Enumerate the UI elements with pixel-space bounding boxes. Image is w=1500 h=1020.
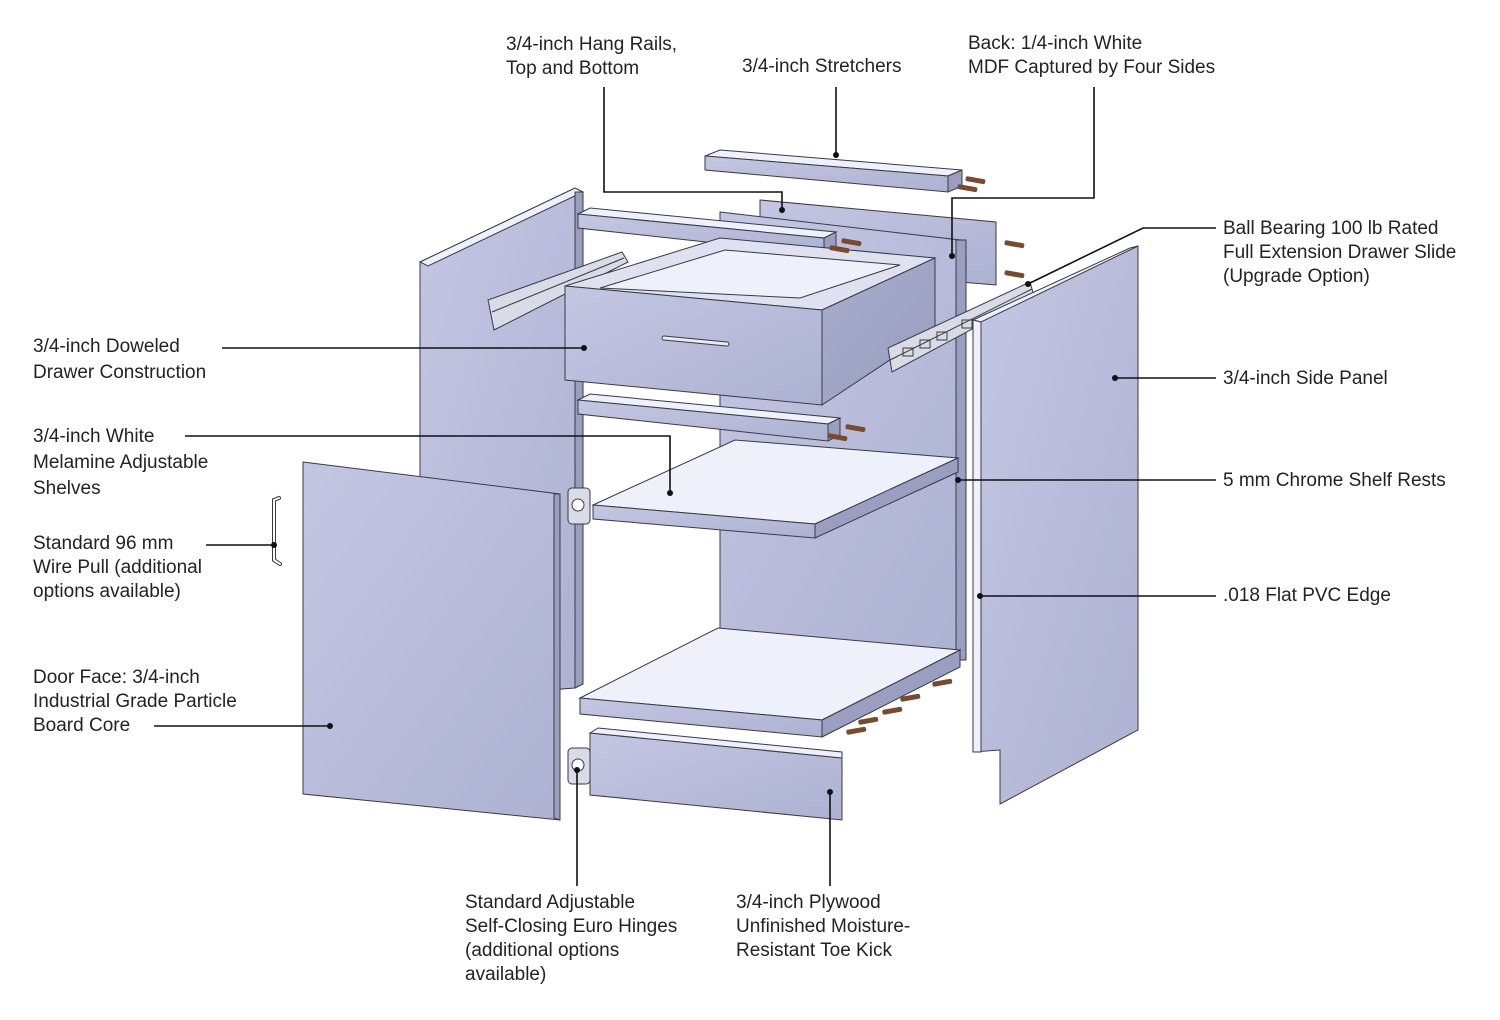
callout-drawer-slide: Ball Bearing 100 lb Rated Full Extension… <box>1223 217 1456 289</box>
callout-line: 3/4-inch Hang Rails, <box>506 34 678 55</box>
callout-stretchers: 3/4-inch Stretchers <box>742 55 901 79</box>
callout-line: Self-Closing Euro Hinges <box>465 916 678 937</box>
callout-line: Standard Adjustable <box>465 892 636 913</box>
leader-lines <box>154 87 1216 886</box>
callout-line: 3/4-inch White <box>33 426 155 447</box>
leader-drawer-slide <box>1027 227 1216 285</box>
callout-line: Unfinished Moisture- <box>736 916 911 937</box>
right-side-panel <box>971 245 1139 805</box>
callout-line: 3/4-inch Side Panel <box>1223 368 1388 389</box>
euro-hinge-top <box>567 487 591 525</box>
callout-toe-kick: 3/4-inch Plywood Unfinished Moisture- Re… <box>736 891 910 963</box>
callout-side-panel: 3/4-inch Side Panel <box>1223 367 1388 391</box>
callout-line: Top and Bottom <box>506 58 640 79</box>
leader-hang-rails <box>603 87 783 210</box>
callout-line: Shelves <box>33 478 101 499</box>
callout-pvc-edge: .018 Flat PVC Edge <box>1223 584 1391 608</box>
callout-line: 3/4-inch Doweled <box>33 336 180 357</box>
callout-door-face: Door Face: 3/4-inch Industrial Grade Par… <box>33 666 237 738</box>
leader-shelves <box>185 435 671 493</box>
callout-back: Back: 1/4-inch White MDF Captured by Fou… <box>968 32 1215 80</box>
callout-line: 3/4-inch Stretchers <box>742 56 902 77</box>
callout-line: 5 mm Chrome Shelf Rests <box>1223 470 1446 491</box>
door-panel <box>302 461 561 821</box>
callout-line: Resistant Toe Kick <box>736 940 892 961</box>
right-drawer-slide <box>887 281 1035 373</box>
callout-hang-rails: 3/4-inch Hang Rails, Top and Bottom <box>506 33 677 81</box>
wire-pull-icon <box>272 496 282 566</box>
callout-wire-pull: Standard 96 mm Wire Pull (additional opt… <box>33 532 202 604</box>
callout-line: Door Face: 3/4-inch <box>33 667 200 688</box>
callout-line: MDF Captured by Four Sides <box>968 57 1216 78</box>
callout-line: .018 Flat PVC Edge <box>1223 585 1391 606</box>
callout-line: 3/4-inch Plywood <box>736 892 881 913</box>
leader-back <box>951 87 1095 256</box>
callout-shelves: 3/4-inch White Melamine Adjustable Shelv… <box>33 425 208 501</box>
callout-line: Wire Pull (additional <box>33 557 202 578</box>
adjustable-shelf <box>591 439 960 539</box>
callout-line: Full Extension Drawer Slide <box>1223 242 1457 263</box>
callout-drawer-construction: 3/4-inch Doweled Drawer Construction <box>33 335 206 385</box>
callout-line: Industrial Grade Particle <box>33 691 237 712</box>
callout-line: Board Core <box>33 715 131 736</box>
bottom-hang-rail <box>576 393 842 442</box>
bottom-panel <box>578 627 962 738</box>
callout-line: Ball Bearing 100 lb Rated <box>1223 218 1439 239</box>
callout-line: available) <box>465 964 547 985</box>
callout-line: options available) <box>33 581 181 602</box>
left-drawer-slide <box>487 251 629 331</box>
callout-shelf-rests: 5 mm Chrome Shelf Rests <box>1223 469 1446 493</box>
callout-line: (additional options <box>465 940 620 961</box>
callout-line: Standard 96 mm <box>33 533 174 554</box>
callout-line: (Upgrade Option) <box>1223 266 1370 287</box>
dowels <box>827 176 1025 735</box>
euro-hinge-bottom <box>567 747 591 785</box>
callout-line: Drawer Construction <box>33 362 207 383</box>
callout-line: Melamine Adjustable <box>33 452 209 473</box>
callout-line: Back: 1/4-inch White <box>968 33 1143 54</box>
toe-kick <box>588 727 843 821</box>
callout-hinges: Standard Adjustable Self-Closing Euro Hi… <box>465 891 677 987</box>
